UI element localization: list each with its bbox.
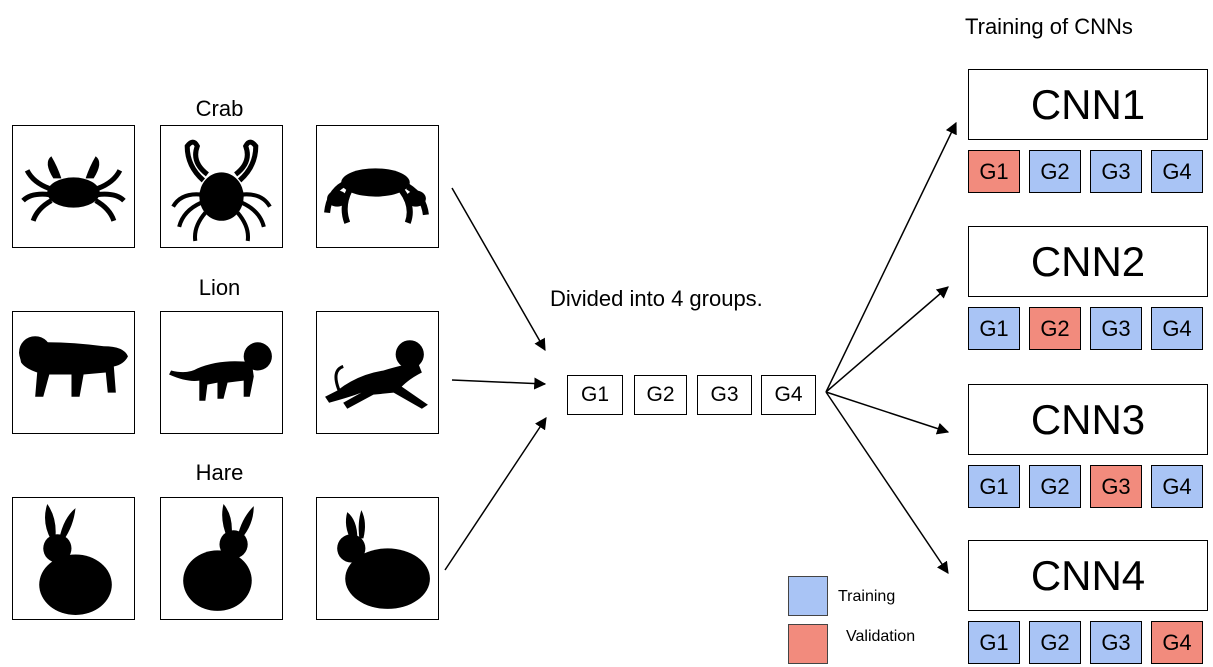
hare-icon <box>12 497 135 620</box>
cnn2-group-g2-validation: G2 <box>1029 307 1081 350</box>
cnn4-group-g3-training: G3 <box>1090 621 1142 664</box>
category-label-lion: Lion <box>198 275 241 300</box>
lion-icon <box>160 311 283 434</box>
crab-icon <box>160 125 283 248</box>
training-title: Training of CNNs <box>965 14 1133 39</box>
group-box-g3: G3 <box>697 375 752 415</box>
lion-icon <box>316 311 439 434</box>
hare-icon <box>316 497 439 620</box>
cnn1-group-g1-validation: G1 <box>968 150 1020 193</box>
group-box-g1: G1 <box>567 375 623 415</box>
cnn-box-4: CNN4 <box>968 540 1208 611</box>
cnn3-group-g1-training: G1 <box>968 465 1020 508</box>
arrow-crab-to-groups <box>451 187 546 352</box>
cnn4-group-g4-validation: G4 <box>1151 621 1203 664</box>
cnn-box-3: CNN3 <box>968 384 1208 455</box>
category-label-crab: Crab <box>195 96 244 121</box>
cnn3-group-g3-validation: G3 <box>1090 465 1142 508</box>
crab-icon <box>12 125 135 248</box>
legend-validation-label: Validation <box>846 628 916 645</box>
cnn-box-2: CNN2 <box>968 226 1208 297</box>
arrow-groups-to-cnn3 <box>825 391 950 435</box>
group-box-g4: G4 <box>761 375 816 415</box>
cnn4-group-g1-training: G1 <box>968 621 1020 664</box>
cnn1-group-g3-training: G3 <box>1090 150 1142 193</box>
arrow-groups-to-cnn1 <box>825 121 957 393</box>
arrow-hare-to-groups <box>444 417 547 571</box>
split-description: Divided into 4 groups. <box>550 286 763 311</box>
legend-training-label: Training <box>838 588 896 605</box>
cnn2-group-g4-training: G4 <box>1151 307 1203 350</box>
cnn3-group-g4-training: G4 <box>1151 465 1203 508</box>
arrow-lion-to-groups <box>451 377 547 390</box>
cnn4-group-g2-training: G2 <box>1029 621 1081 664</box>
cnn2-group-g3-training: G3 <box>1090 307 1142 350</box>
category-label-hare: Hare <box>195 460 244 485</box>
cnn-box-1: CNN1 <box>968 69 1208 140</box>
group-box-g2: G2 <box>634 375 687 415</box>
cnn1-group-g4-training: G4 <box>1151 150 1203 193</box>
cnn2-group-g1-training: G1 <box>968 307 1020 350</box>
crab-icon <box>316 125 439 248</box>
cnn3-group-g2-training: G2 <box>1029 465 1081 508</box>
legend-training-swatch <box>788 576 828 616</box>
arrow-groups-to-cnn2 <box>825 286 949 393</box>
lion-icon <box>12 311 135 434</box>
legend-validation-swatch <box>788 624 828 664</box>
cnn1-group-g2-training: G2 <box>1029 150 1081 193</box>
hare-icon <box>160 497 283 620</box>
arrow-groups-to-cnn4 <box>825 391 949 574</box>
